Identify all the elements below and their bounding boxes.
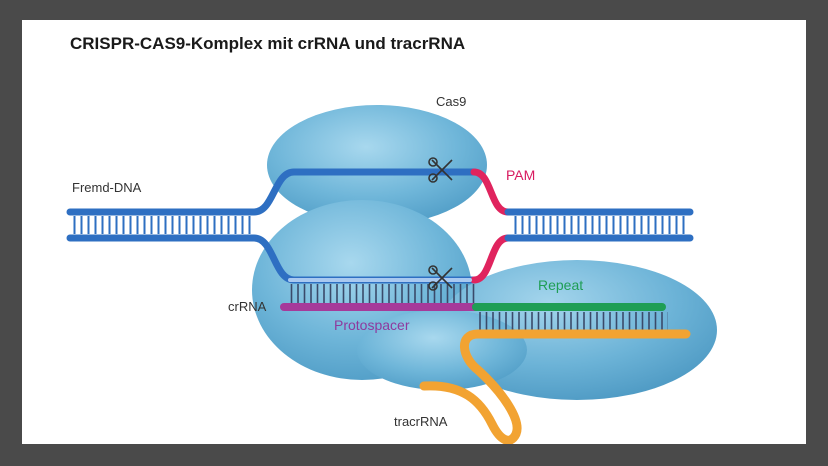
tracrrna-molecule [419, 329, 691, 444]
scissors-icon-bottom [428, 265, 453, 291]
label-tracrrna: tracrRNA [394, 414, 448, 429]
crrna-dna-pairing [288, 284, 476, 304]
label-protospacer: Protospacer [334, 317, 410, 333]
page-title: CRISPR-CAS9-Komplex mit crRNA und tracrR… [70, 34, 466, 53]
dna-top-backbone-left [66, 168, 478, 216]
pam-bottom-segment [470, 234, 512, 284]
cas9-upper-lobe [267, 105, 487, 225]
dna-base-pairs-left [72, 216, 252, 234]
label-crrna: crRNA [228, 299, 267, 314]
crispr-diagram: Cas9 PAM Fremd-DNA crRNA Protospacer Rep… [66, 94, 717, 444]
cas9-protein [252, 105, 717, 400]
label-pam: PAM [506, 167, 535, 183]
dna-top-strand [66, 168, 694, 216]
label-fremd-dna: Fremd-DNA [72, 180, 142, 195]
label-cas9: Cas9 [436, 94, 466, 109]
repeat-tracrrna-pairing [478, 312, 668, 332]
pam-top-segment [470, 168, 512, 216]
label-repeat: Repeat [538, 277, 583, 293]
dna-bottom-strand [66, 234, 694, 284]
scissors-icon-top [428, 157, 453, 183]
diagram-panel: CRISPR-CAS9-Komplex mit crRNA und tracrR… [22, 20, 806, 444]
dna-base-pairs-right [510, 216, 688, 234]
